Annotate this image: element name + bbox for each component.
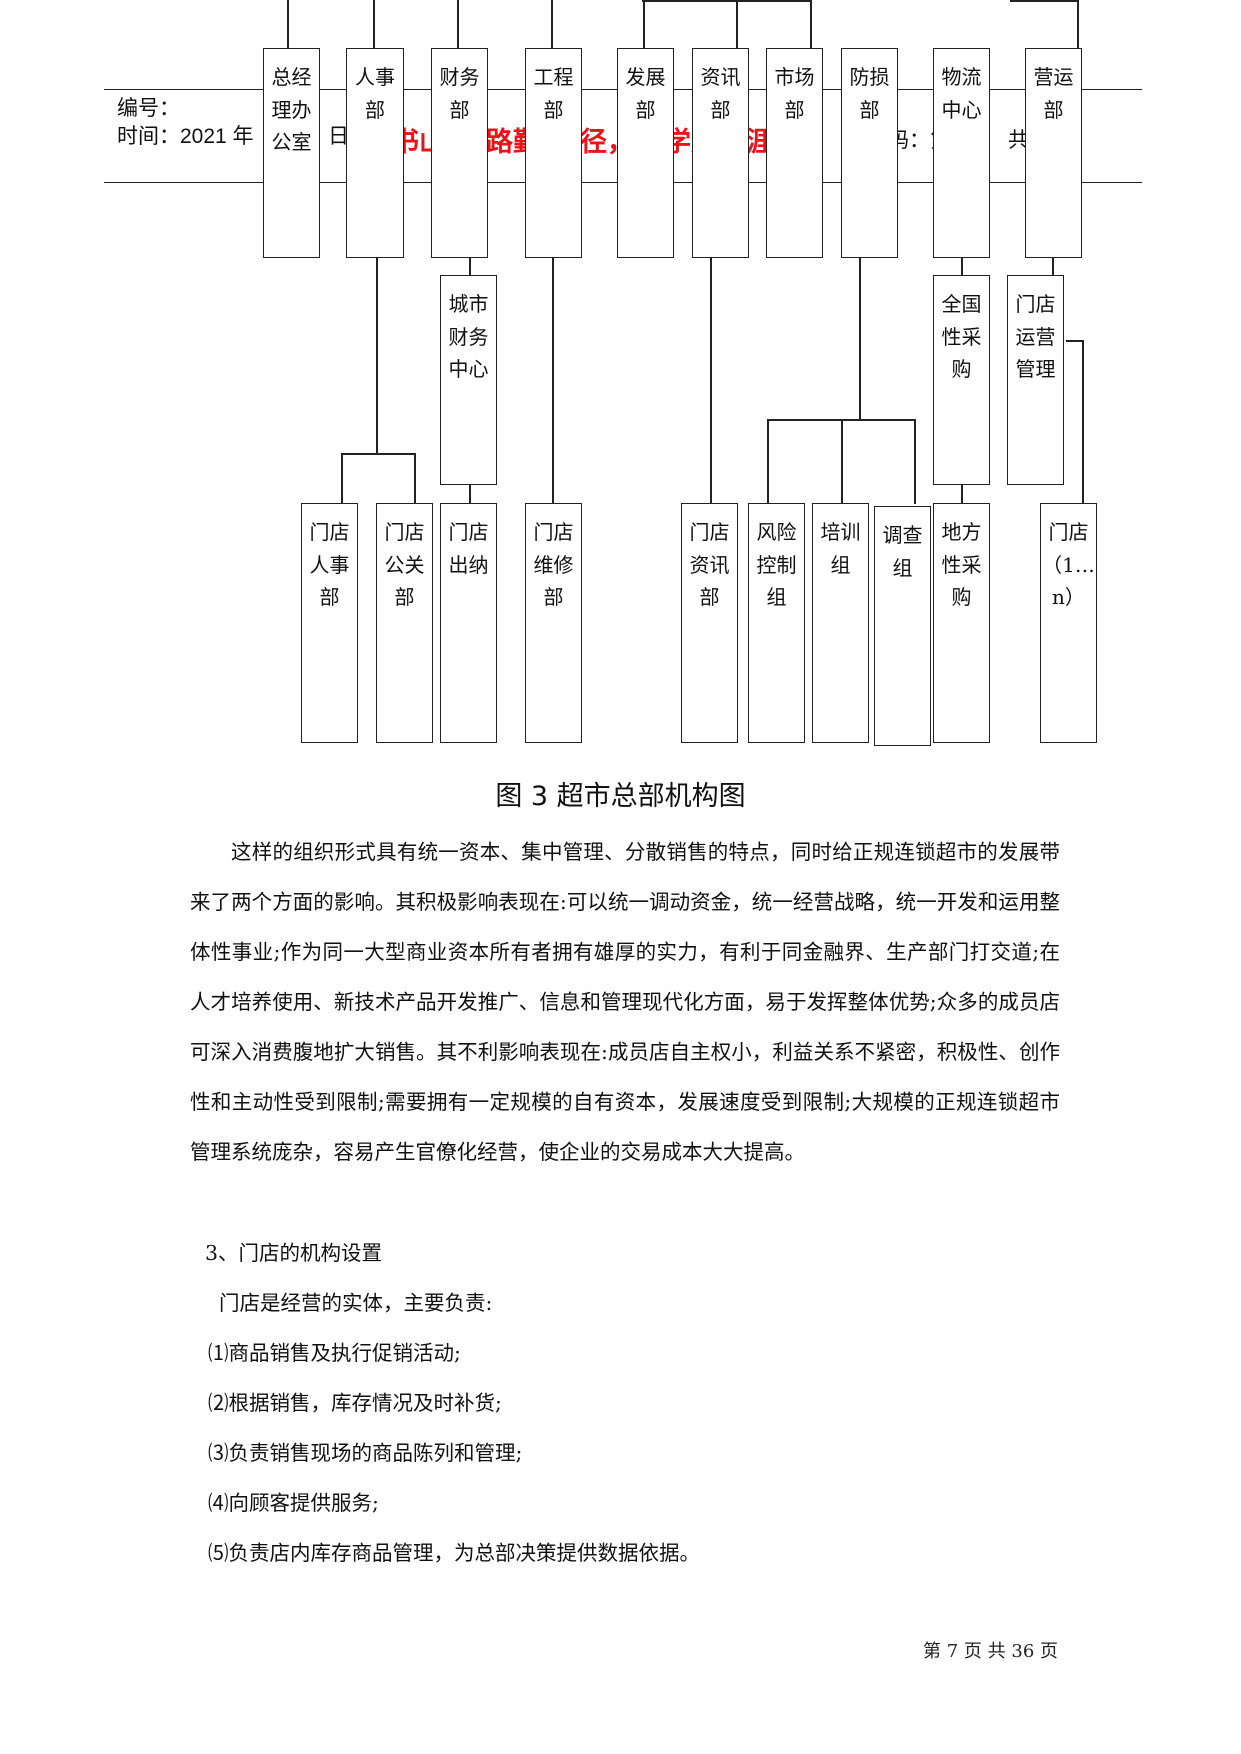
org-node-label: 市场部 xyxy=(774,65,815,122)
org-node-training: 培训组 xyxy=(812,503,869,743)
connector xyxy=(457,0,459,48)
org-node-store-information: 门店资讯部 xyxy=(681,503,738,743)
intro-text: 门店是经营的实体，主要负责: xyxy=(219,1291,493,1315)
org-node-store-operations: 门店运营管理 xyxy=(1007,275,1064,485)
org-node-information: 资讯部 xyxy=(692,48,749,258)
org-node-local-purchasing: 地方性采购 xyxy=(933,503,990,743)
connector xyxy=(810,0,812,48)
connector xyxy=(643,0,645,48)
document-time-day: 日 xyxy=(328,125,349,148)
list-item: ⑷向顾客提供服务; xyxy=(208,1491,379,1515)
org-node-store-cashier: 门店出纳 xyxy=(440,503,497,743)
org-node-hr: 人事部 xyxy=(346,48,404,258)
org-node-label: 门店维修部 xyxy=(533,520,574,609)
header-total-fragment: 共 xyxy=(1008,129,1029,152)
connector xyxy=(914,419,916,504)
org-node-label: 发展部 xyxy=(625,65,666,122)
connector xyxy=(287,0,289,48)
org-node-label: 城市财务中心 xyxy=(448,292,489,381)
connector xyxy=(961,484,963,504)
org-node-label: 人事部 xyxy=(355,65,395,122)
connector xyxy=(1052,258,1054,276)
connector xyxy=(642,0,812,2)
org-chart: 编号： 时间：2021 年 日 书山 路勤 径， 学无 涯苦 码：第 共 总经理… xyxy=(0,0,1241,760)
org-node-label: 门店公关部 xyxy=(384,520,425,609)
section-heading: 3、门店的机构设置 xyxy=(205,1241,383,1265)
org-node-national-purchasing: 全国性采购 xyxy=(933,275,990,485)
org-node-finance: 财务部 xyxy=(431,48,488,258)
org-node-label: 工程部 xyxy=(533,65,574,122)
org-node-label: 调查组 xyxy=(882,523,923,580)
connector xyxy=(1010,0,1078,2)
org-node-label: 财务部 xyxy=(439,65,480,122)
org-node-label: 门店出纳 xyxy=(448,520,489,577)
org-node-store-maintenance: 门店维修部 xyxy=(525,503,582,743)
connector xyxy=(961,258,963,276)
org-node-stores: 门店（1…n） xyxy=(1040,503,1097,743)
connector xyxy=(1077,0,1079,48)
connector xyxy=(341,453,416,455)
org-node-label: 资讯部 xyxy=(700,65,741,122)
org-node-development: 发展部 xyxy=(617,48,674,258)
connector xyxy=(1066,340,1083,342)
page-number: 第 7 页 共 36 页 xyxy=(923,1641,1058,1662)
org-node-city-finance-center: 城市财务中心 xyxy=(440,275,497,485)
org-node-label: 物流中心 xyxy=(941,65,982,122)
org-node-marketing: 市场部 xyxy=(766,48,823,258)
connector xyxy=(859,258,861,420)
document-time-label: 时间：2021 年 xyxy=(117,125,254,148)
connector xyxy=(373,0,375,48)
org-node-label: 防损部 xyxy=(849,65,890,122)
list-item: ⑶负责销售现场的商品陈列和管理; xyxy=(208,1441,523,1465)
list-item: ⑸负责店内库存商品管理，为总部决策提供数据依据。 xyxy=(208,1541,700,1565)
list-item: ⑴商品销售及执行促销活动; xyxy=(208,1341,461,1365)
org-node-risk-control: 风险控制组 xyxy=(748,503,805,743)
connector xyxy=(376,258,378,454)
org-node-engineering: 工程部 xyxy=(525,48,582,258)
connector xyxy=(767,419,769,504)
org-node-survey: 调查组 xyxy=(874,506,931,746)
figure-caption: 图 3 超市总部机构图 xyxy=(495,781,746,812)
connector xyxy=(710,258,712,504)
body-paragraph: 这样的组织形式具有统一资本、集中管理、分散销售的特点，同时给正规连锁超市的发展带… xyxy=(190,840,1060,1164)
org-node-label: 培训组 xyxy=(820,520,861,577)
connector xyxy=(469,484,471,504)
org-node-store-pr: 门店公关部 xyxy=(376,503,433,743)
connector xyxy=(551,0,553,48)
connector xyxy=(552,258,554,504)
org-node-label: 营运部 xyxy=(1033,65,1074,122)
connector xyxy=(341,453,343,503)
connector xyxy=(841,419,843,504)
org-node-label: 总经理办公室 xyxy=(271,65,312,154)
org-node-label: 门店运营管理 xyxy=(1015,292,1056,381)
connector xyxy=(1082,340,1084,504)
org-node-label: 门店（1…n） xyxy=(1042,520,1095,609)
connector xyxy=(469,258,471,276)
org-node-label: 门店人事部 xyxy=(309,520,350,609)
org-node-label: 全国性采购 xyxy=(941,292,982,381)
org-node-operations: 营运部 xyxy=(1025,48,1082,258)
list-item: ⑵根据销售，库存情况及时补货; xyxy=(208,1391,502,1415)
org-node-loss-prevention: 防损部 xyxy=(841,48,898,258)
connector xyxy=(736,0,738,48)
org-node-label: 门店资讯部 xyxy=(689,520,730,609)
org-node-store-hr: 门店人事部 xyxy=(301,503,358,743)
org-node-label: 风险控制组 xyxy=(756,520,797,609)
org-node-gm: 总经理办公室 xyxy=(263,48,320,258)
org-node-logistics: 物流中心 xyxy=(933,48,990,258)
connector xyxy=(414,453,416,503)
org-node-label: 地方性采购 xyxy=(941,520,982,609)
document-id-label: 编号： xyxy=(117,97,180,120)
